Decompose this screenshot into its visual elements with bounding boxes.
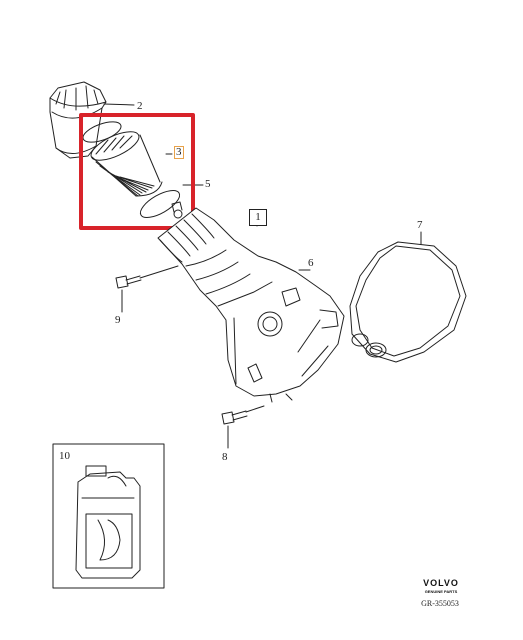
- oil-bottle: [75, 465, 141, 579]
- callout-2: 2: [137, 100, 143, 112]
- callout-6: 6: [308, 257, 314, 269]
- callout-8: 8: [222, 451, 228, 463]
- filter-housing: [157, 201, 345, 403]
- oil-box-frame: [52, 443, 165, 589]
- bolt-lower: [221, 405, 265, 449]
- diagram-reference: GR-355053: [421, 599, 459, 608]
- o-ring-upper: [82, 121, 122, 143]
- bolt-upper: [115, 265, 179, 313]
- filter-cap: [49, 81, 135, 159]
- callout-1: 1: [249, 209, 267, 226]
- o-ring-lower: [139, 190, 181, 218]
- callout-9: 9: [115, 314, 121, 326]
- callout-3: 3: [174, 146, 184, 159]
- brand-sublabel: GENUINE PARTS: [424, 589, 458, 594]
- highlight-frame: [79, 113, 195, 230]
- callout-7: 7: [417, 219, 423, 231]
- gasket: [349, 231, 467, 363]
- brand-logo: VOLVO: [423, 578, 459, 588]
- callout-10: 10: [59, 450, 70, 462]
- callout-5: 5: [205, 178, 211, 190]
- filter-element: [90, 131, 163, 197]
